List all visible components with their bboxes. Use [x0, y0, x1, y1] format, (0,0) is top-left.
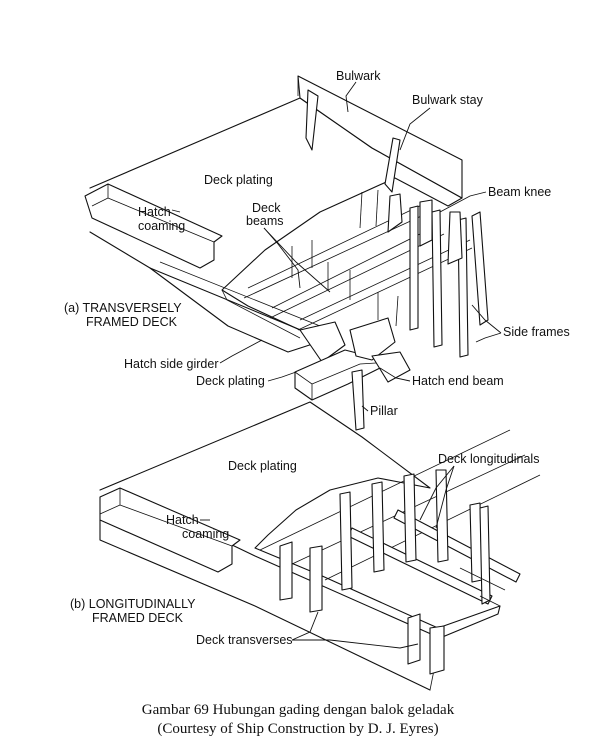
web-frames-a — [291, 189, 399, 327]
bulwark — [297, 75, 463, 199]
label-beam-knee: Beam knee — [488, 185, 551, 199]
figure-caption: Gambar 69 Hubungan gading dengan balok g… — [142, 702, 455, 737]
label-hatch-end-beam: Hatch end beam — [412, 374, 504, 388]
hatch-coaming-a — [84, 183, 223, 269]
diagram-a-transverse — [84, 75, 489, 431]
label-bulwark-stay: Bulwark stay — [412, 93, 484, 107]
label-side-frames: Side frames — [503, 325, 570, 339]
hatch-end-beam — [294, 349, 393, 401]
label-hatch-coaming-a-line1: Hatch — [138, 205, 171, 219]
deck-transverses — [279, 541, 445, 675]
hatch-side-girder — [149, 267, 326, 341]
label-deck-plating-top-a: Deck plating — [204, 173, 273, 187]
label-hatch-side-girder: Hatch side girder — [124, 357, 219, 371]
bulwark-stay — [305, 89, 319, 151]
side-frames — [409, 205, 489, 358]
hatch-coaming-b — [99, 487, 241, 573]
labels: Bulwark Bulwark stay Beam knee Deck plat… — [64, 69, 570, 647]
caption-line-1: Gambar 69 Hubungan gading dengan balok g… — [142, 702, 455, 718]
label-title-b-line1: (b) LONGITUDINALLY — [70, 597, 196, 611]
label-hatch-coaming-b-line1: Hatch — [166, 513, 199, 527]
pillar — [351, 369, 365, 431]
beam-knees — [387, 193, 463, 265]
label-title-a-line1: (a) TRANSVERSELY — [64, 301, 182, 315]
label-deck-longitudinals: Deck longitudinals — [438, 452, 539, 466]
label-bulwark: Bulwark — [336, 69, 381, 83]
label-title-b-line2: FRAMED DECK — [92, 611, 184, 625]
label-deck-beams-line2: beams — [246, 214, 284, 228]
label-title-a-line2: FRAMED DECK — [86, 315, 178, 329]
label-deck-plating-bottom-a: Deck plating — [196, 374, 265, 388]
label-hatch-coaming-b-line2: coaming — [182, 527, 229, 541]
side-frames-b — [339, 469, 491, 605]
label-deck-plating-b: Deck plating — [228, 459, 297, 473]
leader-lines — [171, 81, 502, 649]
diagram-b-longitudinal — [99, 401, 541, 691]
caption-line-2: (Courtesy of Ship Construction by D. J. … — [157, 721, 438, 737]
label-deck-transverses: Deck transverses — [196, 633, 293, 647]
label-pillar: Pillar — [370, 404, 398, 418]
label-deck-beams-line1: Deck — [252, 201, 281, 215]
label-hatch-coaming-a-line2: coaming — [138, 219, 185, 233]
